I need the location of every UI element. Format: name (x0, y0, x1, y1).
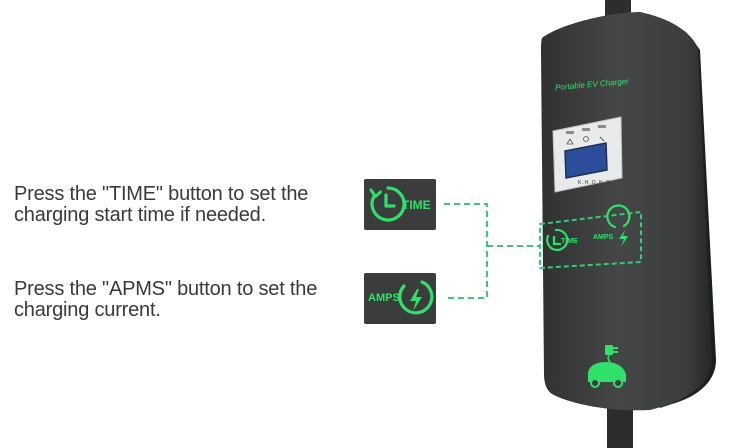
time-instruction-line2: charging start time if needed. (14, 204, 266, 226)
time-instruction: Press the "TIME" button to set the charg… (14, 184, 308, 226)
amps-instruction-line2: charging current. (14, 299, 161, 321)
device-time-label: TIME (561, 238, 578, 245)
warning-icon (566, 138, 574, 145)
time-button-label: TIME (402, 198, 431, 212)
amps-instruction: Press the "APMS" button to set the charg… (14, 279, 317, 321)
time-button-tile: TIME (364, 179, 436, 230)
info-icon (583, 136, 589, 142)
amps-instruction-line1: Press the "APMS" button to set the (14, 278, 318, 300)
time-instruction-line1: Press the "TIME" button to set the (14, 183, 309, 205)
wrench-icon (599, 136, 605, 142)
device-brand: K.H.O.N.S (578, 180, 611, 186)
ev-car-plug-icon (588, 345, 626, 388)
device-clock-icon (546, 228, 569, 251)
amps-button-label: AMPS (368, 292, 400, 304)
clock-icon (369, 186, 406, 222)
amps-button-tile: AMPS (364, 273, 436, 324)
lightning-icon (398, 280, 434, 315)
device-amps-label: AMPS (593, 234, 614, 241)
device-lightning-icon (606, 204, 631, 247)
